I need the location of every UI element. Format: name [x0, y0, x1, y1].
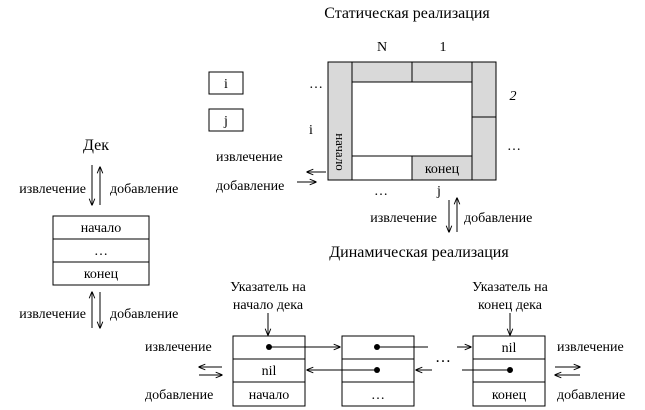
- deque-cell-2: конец: [84, 267, 119, 282]
- node2-data: [341, 381, 415, 407]
- node3-data: [472, 381, 546, 407]
- array-cell-right-bottom: [471, 116, 497, 181]
- label-n: N: [377, 40, 387, 55]
- node1-nil: nil: [262, 364, 277, 379]
- index-i-box: [208, 71, 244, 95]
- index-j-label: j: [223, 114, 228, 129]
- dynamic-middle-ellipsis: …: [435, 349, 451, 366]
- deque-title: Дек: [83, 137, 109, 154]
- dynamic-extract-right: извлечение: [557, 340, 624, 355]
- deque-cell-1: …: [94, 244, 108, 259]
- deque-extract-bottom: извлечение: [19, 307, 86, 322]
- node2-ellipsis: …: [371, 388, 385, 403]
- array-cell-n: [351, 61, 413, 83]
- static-add-bottom: добавление: [464, 211, 532, 226]
- index-i-label: i: [224, 77, 228, 92]
- pointer-end-line1: Указатель на: [472, 280, 549, 295]
- pointer-end-line2: конец дека: [478, 298, 543, 313]
- deque-cell-0: начало: [81, 221, 122, 236]
- deque-extract-top: извлечение: [19, 182, 86, 197]
- deque-add-bottom: добавление: [110, 307, 178, 322]
- cell-start-label: начало: [333, 133, 348, 171]
- index-j-box: [208, 108, 244, 132]
- pointer-start-line2: начало дека: [233, 298, 304, 313]
- dynamic-add-right: добавление: [557, 388, 625, 403]
- static-extract-bottom: извлечение: [370, 211, 437, 226]
- array-cell-1: [411, 61, 473, 83]
- static-add-left: добавление: [216, 179, 284, 194]
- static-index-j: j: [436, 184, 441, 199]
- label-2: 2: [510, 89, 517, 104]
- node3-end: конец: [492, 388, 527, 403]
- deque-cell-end: [52, 261, 150, 286]
- node1-start: начало: [249, 388, 290, 403]
- dynamic-title: Динамическая реализация: [329, 244, 509, 261]
- array-cell-left: [327, 61, 353, 181]
- ellipsis-bottom: …: [374, 184, 388, 199]
- array-cell-end: [411, 155, 473, 181]
- pointer-start-line1: Указатель на: [230, 280, 307, 295]
- ellipsis-left-top: …: [309, 77, 323, 92]
- static-title: Статическая реализация: [324, 5, 490, 22]
- array-cell-right-top: [471, 61, 497, 118]
- node1-data: [232, 381, 306, 407]
- label-1: 1: [440, 40, 447, 55]
- node3-nil: nil: [502, 341, 517, 356]
- dynamic-add-left: добавление: [145, 388, 213, 403]
- static-extract-left: извлечение: [216, 150, 283, 165]
- ellipsis-right: …: [507, 139, 521, 154]
- array-cell-empty: [351, 155, 413, 181]
- dynamic-extract-left: извлечение: [145, 340, 212, 355]
- deque-add-top: добавление: [110, 182, 178, 197]
- cell-end-label: конец: [425, 162, 460, 177]
- static-index-i: i: [309, 123, 313, 138]
